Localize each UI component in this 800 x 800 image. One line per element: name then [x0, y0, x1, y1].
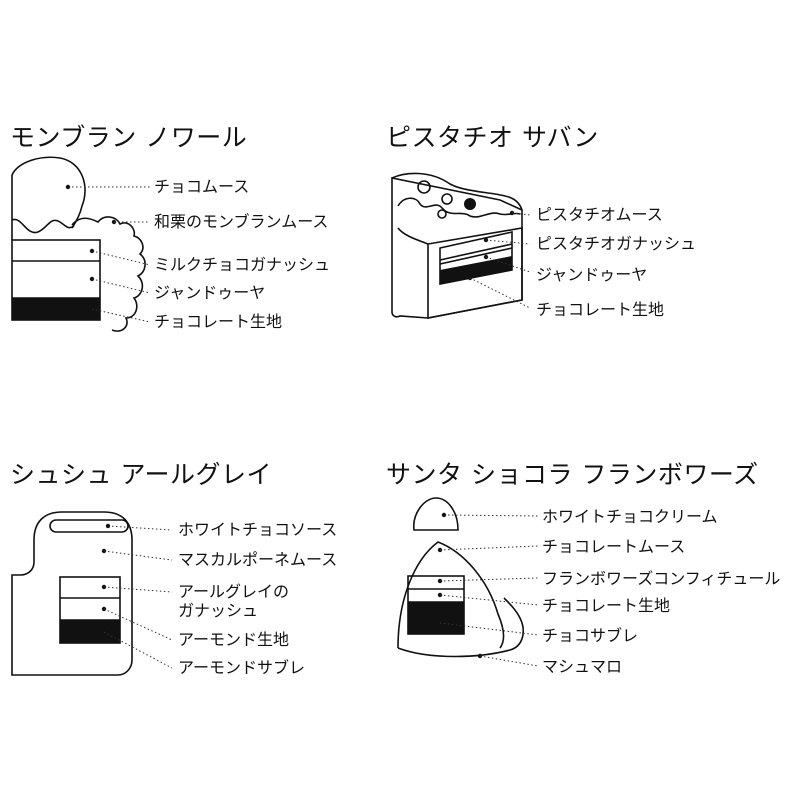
pistachio-illustration: [391, 172, 531, 319]
label-chestnut-mont-blanc-mousse: 和栗のモンブランムース: [154, 212, 329, 231]
label-white-choco-sauce: ホワイトチョコソース: [178, 520, 338, 539]
label-gianduja: ジャンドゥーヤ: [536, 265, 648, 284]
label-almond-sponge: アーモンド生地: [178, 630, 290, 649]
label-chocolate-mousse: チョコレートムース: [542, 537, 686, 556]
label-chocolate-sponge: チョコレート生地: [542, 596, 671, 615]
label-white-choco-cream: ホワイトチョコクリーム: [542, 507, 718, 526]
label-chocolate-sponge: チョコレート生地: [154, 312, 283, 331]
label-mascarpone-mousse: マスカルポーネムース: [178, 550, 338, 569]
label-choco-mousse: チョコムース: [154, 177, 250, 196]
chouchou-illustration: [11, 511, 173, 676]
label-chocolate-sponge: チョコレート生地: [536, 300, 665, 319]
label-gianduja: ジャンドゥーヤ: [154, 283, 266, 302]
label-milk-choco-ganache: ミルクチョコガナッシュ: [154, 255, 331, 274]
santa-illustration: [397, 497, 539, 667]
label-pistachio-ganache: ピスタチオガナッシュ: [536, 234, 697, 253]
label-choco-sable: チョコサブレ: [542, 626, 639, 645]
cake-title-mont-blanc: モンブラン ノワール: [10, 123, 248, 152]
cake-title-chouchou: シュシュ アールグレイ: [10, 460, 272, 489]
label-earl-grey-line1: アールグレイの: [178, 582, 290, 601]
label-pistachio-mousse: ピスタチオムース: [536, 205, 663, 224]
mont-blanc-illustration: [11, 156, 151, 332]
cake-title-pistachio: ピスタチオ サバン: [386, 123, 599, 152]
label-framboise-confiture: フランボワーズコンフィチュール: [542, 569, 781, 588]
label-earl-grey-line2: ガナッシュ: [178, 601, 259, 620]
label-almond-sable: アーモンドサブレ: [178, 658, 306, 677]
label-marshmallow: マシュマロ: [542, 657, 623, 676]
cake-title-santa: サンタ ショコラ フランボワーズ: [386, 460, 759, 489]
